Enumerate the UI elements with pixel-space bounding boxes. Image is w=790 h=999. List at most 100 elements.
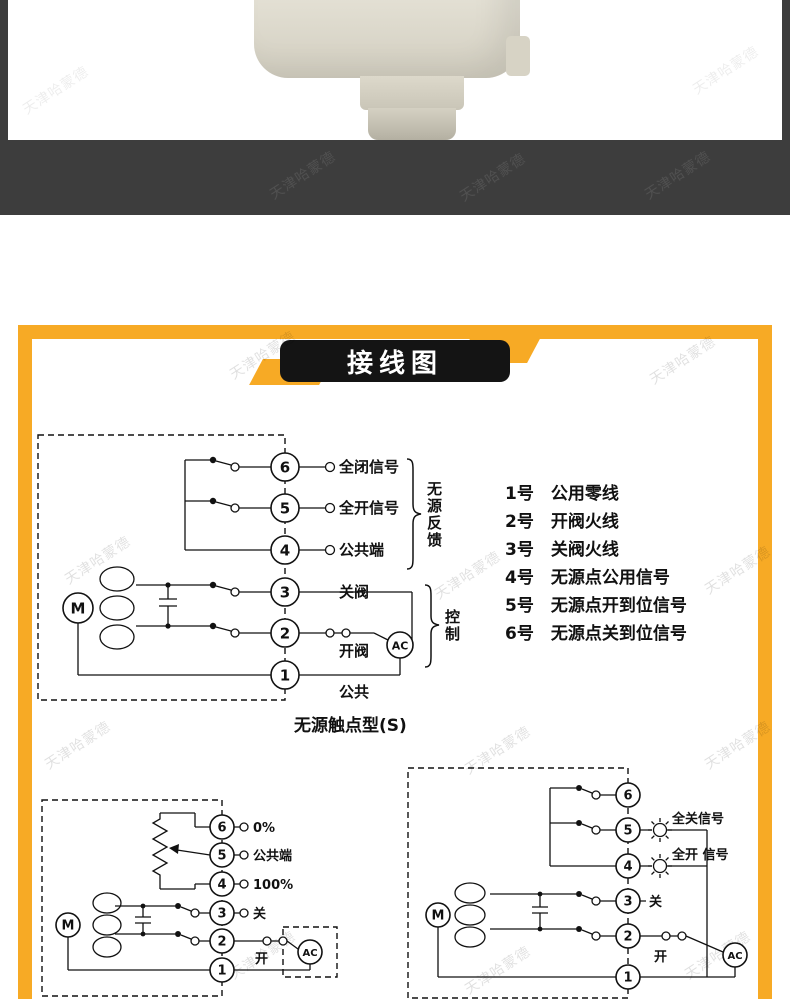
panel-title: 接线图 <box>280 340 510 382</box>
terminal-number: 6 <box>623 789 632 804</box>
terminal-number: 4 <box>217 878 226 893</box>
wire-labels: 0% 公共端 100% 关 开 <box>253 821 293 967</box>
terminal-number: 3 <box>280 584 290 602</box>
terminals: 6 5 4 3 2 1 <box>615 782 641 990</box>
product-side-knob <box>506 36 530 76</box>
product-body <box>254 0 520 78</box>
wiring-panel: 接线图 天津哈蒙德 天津哈蒙德 天津哈蒙德 天津哈蒙德 天津哈蒙德 天津哈蒙德 … <box>18 325 774 999</box>
wiring-panel-inner: 接线图 天津哈蒙德 天津哈蒙德 天津哈蒙德 天津哈蒙德 天津哈蒙德 天津哈蒙德 … <box>32 329 774 999</box>
contacts <box>165 456 351 638</box>
terminal-number: 4 <box>280 542 290 560</box>
label-100-percent: 100% <box>253 878 293 893</box>
terminal-number: 2 <box>280 625 290 643</box>
contacts <box>140 822 288 946</box>
terminal-1 <box>615 964 641 990</box>
motor-assembly: M <box>62 566 135 650</box>
terminal-number: 6 <box>217 821 226 836</box>
actuator-dashed-box <box>41 799 223 997</box>
main-wiring-diagram: M <box>37 434 440 701</box>
terminals: 6 5 4 3 2 1 <box>209 814 235 983</box>
lamp-close-signal <box>648 818 672 842</box>
ac-label: AC <box>727 951 742 962</box>
ac-label: AC <box>392 640 409 653</box>
contacts <box>537 785 687 941</box>
terminal-5 <box>209 842 235 868</box>
motor-circle <box>55 912 81 938</box>
terminal-5 <box>270 493 300 523</box>
terminal-number: 6 <box>280 459 290 477</box>
motor-label: M <box>71 600 86 618</box>
label-full-close-signal: 全闭信号 <box>338 458 399 476</box>
terminal-number: 4 <box>623 860 632 875</box>
terminal-number: 2 <box>217 935 226 950</box>
hero-section: 天津哈蒙德 天津哈蒙德 天津哈蒙德 天津哈蒙德 天津哈蒙德 <box>0 0 790 215</box>
ac-source-circle <box>722 942 748 968</box>
control-brace <box>424 584 440 668</box>
actuator-dashed-box <box>37 434 286 701</box>
terminal-number: 1 <box>217 964 226 979</box>
terminal-3 <box>615 888 641 914</box>
diagram-caption: 无源触点型(S) <box>294 716 407 736</box>
terminal-2 <box>270 618 300 648</box>
terminal-2 <box>615 923 641 949</box>
terminal-2 <box>209 928 235 954</box>
wires <box>77 459 413 676</box>
motor-circle <box>62 592 94 624</box>
watermark: 天津哈蒙德 <box>702 543 774 598</box>
label-open-valve: 开阀 <box>339 642 369 660</box>
wire-labels: 全关信号 全开 信号 关 开 <box>649 811 729 965</box>
terminal-3 <box>270 577 300 607</box>
bracket-label-passive-feedback: 无源反馈 <box>425 481 443 549</box>
terminal-6 <box>209 814 235 840</box>
bracket-label-control: 控制 <box>443 609 461 643</box>
wire-labels: 全闭信号 全开信号 公共端 关阀 开阀 公共 <box>338 458 399 701</box>
terminal-number: 5 <box>623 824 632 839</box>
terminal-number: 1 <box>623 971 632 986</box>
label-full-open-signal: 全开信号 <box>338 499 399 517</box>
terminal-legend: 1号 公用零线 2号 开阀火线 3号 关阀火线 4号 无源点公用信号 5号 无源… <box>505 480 687 648</box>
terminal-4 <box>270 535 300 565</box>
label-close: 关 <box>253 906 266 922</box>
motor-label: M <box>432 909 445 924</box>
potentiometer-resistor <box>151 813 169 883</box>
terminal-number: 5 <box>280 500 290 518</box>
wiper-arrow <box>169 844 179 854</box>
legend-item: 2号 开阀火线 <box>505 512 619 532</box>
legend-item: 3号 关阀火线 <box>505 540 619 560</box>
terminal-number: 5 <box>217 849 226 864</box>
label-open: 开 <box>255 952 268 967</box>
motor-assembly: M <box>55 892 122 958</box>
motor-circle <box>425 902 451 928</box>
label-0-percent: 0% <box>253 821 275 836</box>
left-wiring-diagram: M <box>41 799 338 997</box>
product-base <box>368 108 456 140</box>
label-common-terminal: 公共端 <box>253 848 292 864</box>
terminal-3 <box>209 900 235 926</box>
terminal-4 <box>209 871 235 897</box>
terminal-4 <box>615 853 641 879</box>
product-photo: 天津哈蒙德 天津哈蒙德 <box>8 0 782 140</box>
label-common: 公共 <box>339 683 369 701</box>
legend-item: 5号 无源点开到位信号 <box>505 596 687 616</box>
terminal-number: 3 <box>217 907 226 922</box>
label-common-terminal: 公共端 <box>339 541 384 559</box>
product-neck <box>360 76 464 110</box>
motor-label: M <box>62 919 75 934</box>
terminal-5 <box>615 817 641 843</box>
watermark: 天津哈蒙德 <box>20 63 92 118</box>
motor-assembly: M <box>425 882 486 948</box>
watermark: 天津哈蒙德 <box>690 43 762 98</box>
terminal-6 <box>615 782 641 808</box>
wires <box>437 787 736 978</box>
label-full-open-signal: 全开 信号 <box>671 847 729 863</box>
dark-band <box>0 140 790 215</box>
terminal-number: 1 <box>280 667 290 685</box>
label-full-close-signal: 全关信号 <box>671 811 724 827</box>
label-close-valve: 关阀 <box>339 583 369 601</box>
ac-dashed-box <box>282 926 338 978</box>
terminal-number: 2 <box>623 930 632 945</box>
terminal-1 <box>270 660 300 690</box>
terminal-number: 3 <box>623 895 632 910</box>
terminal-1 <box>209 957 235 983</box>
